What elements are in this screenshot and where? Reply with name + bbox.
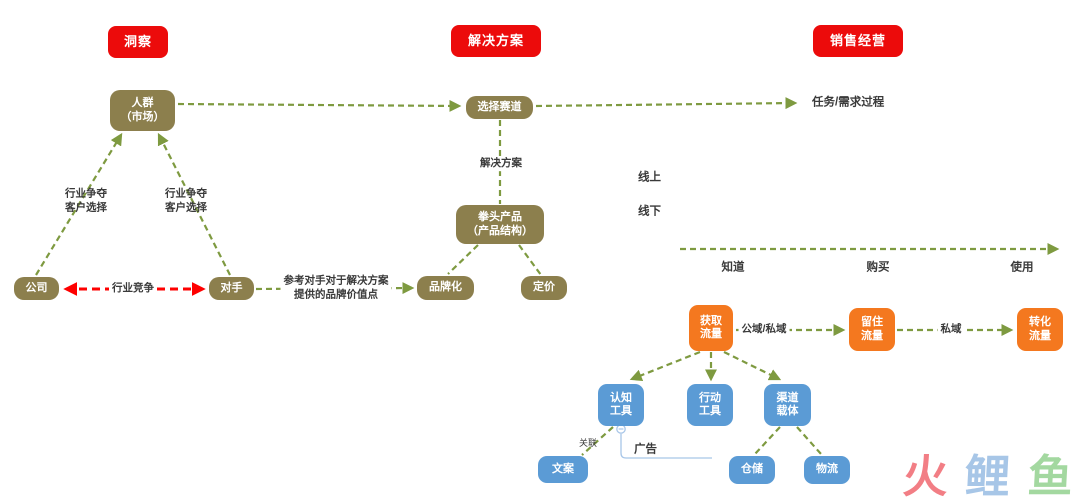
edge-company-audience [35, 132, 123, 276]
node-pricing[interactable]: 定价 [521, 276, 567, 300]
edge-rival-audience [157, 132, 231, 276]
node-acquire-traffic[interactable]: 获取 流量 [689, 305, 733, 351]
edge-label-compete-left: 行业争夺 客户选择 [65, 187, 107, 213]
label-ad-callout: 广告 [634, 443, 657, 456]
label-task-process: 任务/需求过程 [812, 96, 885, 109]
node-convert-traffic[interactable]: 转化 流量 [1017, 308, 1063, 351]
edge-channel-warehouse [754, 426, 781, 455]
node-cognition-tools[interactable]: 认知 工具 [598, 384, 644, 426]
label-journey-buy: 购买 [866, 261, 890, 274]
node-warehouse[interactable]: 仓储 [729, 456, 775, 484]
ad-callout-line [620, 434, 712, 459]
edge-product-branding [447, 244, 479, 275]
node-retain-traffic[interactable]: 留住 流量 [849, 308, 895, 351]
node-choose-track[interactable]: 选择赛道 [466, 96, 533, 119]
edge-acquire-cognition [629, 350, 701, 382]
node-logistics[interactable]: 物流 [804, 456, 850, 484]
section-header-solution[interactable]: 解决方案 [451, 25, 541, 57]
edge-label-solution: 解决方案 [477, 157, 525, 171]
edge-channel-logistics [796, 426, 822, 455]
edge-label-reference-rival: 参考对手对于解决方案 提供的品牌价值点 [280, 274, 392, 302]
node-copywriting[interactable]: 文案 [538, 456, 588, 483]
edge-product-pricing [518, 244, 542, 276]
section-header-sales[interactable]: 销售经营 [813, 25, 903, 57]
edge-label-compete-right: 行业争夺 客户选择 [165, 187, 207, 213]
edge-label-private: 私域 [937, 323, 965, 337]
edge-acquire-channel [723, 351, 782, 381]
edge-track-taskprocess [535, 97, 798, 110]
node-company[interactable]: 公司 [14, 277, 59, 300]
edge-label-relation: 关联 [578, 438, 598, 449]
edge-cognition-copywriting [581, 426, 614, 456]
node-action-tools[interactable]: 行动 工具 [687, 384, 733, 426]
node-branding[interactable]: 品牌化 [417, 276, 474, 300]
edge-label-public-private: 公域/私域 [738, 323, 790, 337]
label-offline: 线下 [638, 205, 661, 218]
label-journey-know: 知道 [721, 261, 745, 274]
edge-audience-track [177, 99, 462, 112]
node-rival[interactable]: 对手 [209, 277, 254, 300]
node-audience-market[interactable]: 人群 （市场） [110, 90, 175, 131]
node-channel-carrier[interactable]: 渠道 载体 [764, 384, 811, 426]
section-header-insight[interactable]: 洞察 [108, 26, 168, 58]
node-flagship-product[interactable]: 拳头产品 （产品结构） [456, 205, 544, 244]
edge-label-industry-competition: 行业竞争 [109, 282, 157, 296]
label-online: 线上 [638, 171, 661, 184]
label-journey-use: 使用 [1010, 261, 1034, 274]
